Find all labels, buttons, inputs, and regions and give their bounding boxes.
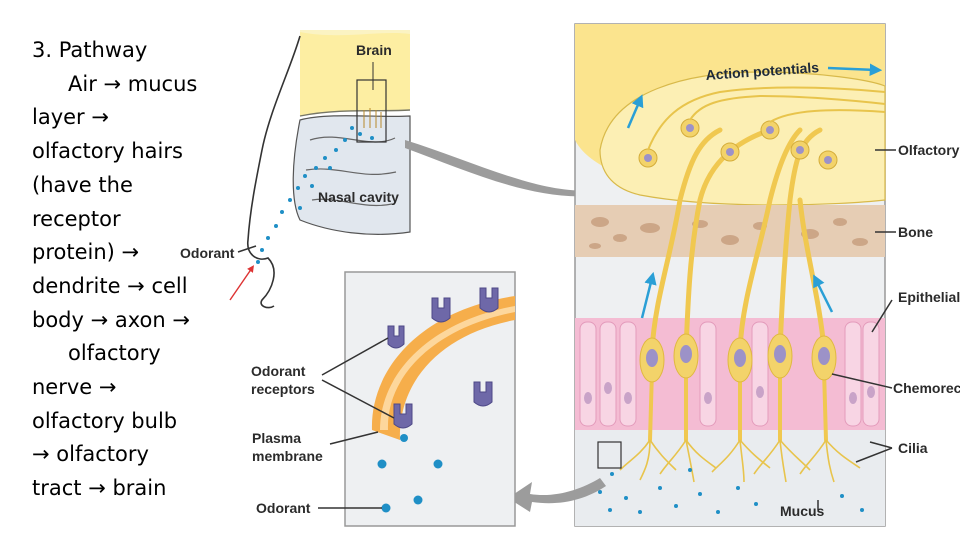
label-odorant-receptors-1: Odorant (251, 363, 306, 379)
text-line: nerve → (32, 375, 117, 400)
text-line: tract → brain (32, 476, 167, 501)
brain-fill (300, 32, 410, 116)
head-sketch (229, 30, 411, 309)
odorant-leader-line (237, 245, 257, 253)
air-flow-arrow (229, 265, 254, 301)
zoom-arrow-left (508, 478, 606, 512)
text-line: body → axon → (32, 307, 190, 332)
neuron-axons (649, 127, 827, 353)
label-plasma-membrane-2: membrane (252, 448, 323, 464)
label-brain: Brain (356, 42, 392, 58)
membrane-panel (318, 271, 516, 527)
text-line: dendrite → cell (32, 273, 188, 298)
signal-arrow-2 (827, 63, 883, 76)
cilia-strands (619, 439, 861, 483)
label-mucus: Mucus (780, 503, 825, 519)
olfactory-bulb (599, 71, 886, 206)
odorant-receptor-proteins (387, 287, 499, 429)
text-line: receptor (32, 206, 121, 231)
label-chemoreceptor: Chemorec (893, 380, 960, 396)
text-line: layer → (32, 105, 109, 130)
label-olfactory: Olfactory (898, 142, 960, 158)
label-odorant-membrane: Odorant (256, 500, 311, 516)
zoom-arrow-right (405, 140, 612, 206)
label-cilia: Cilia (898, 440, 928, 456)
zoom-box (356, 79, 387, 143)
label-epithelial: Epithelial (898, 289, 960, 305)
nasal-cavity-region (292, 115, 411, 235)
text-line: olfactory bulb (32, 408, 178, 433)
text-line: protein) → (32, 240, 140, 265)
label-odorant-receptors-2: receptors (251, 381, 315, 397)
tissue-panel (574, 23, 896, 527)
bone-layer (575, 205, 885, 257)
label-plasma-membrane-1: Plasma (252, 430, 301, 446)
text-line: olfactory hairs (32, 139, 183, 164)
signal-arrow-3 (640, 271, 657, 319)
label-nasal-cavity: Nasal cavity (318, 189, 399, 205)
mucus-zoom-box (597, 441, 622, 469)
bulb-neurons (638, 118, 838, 170)
odorant-dots-mucus (598, 468, 864, 514)
signal-arrow-1 (626, 94, 644, 129)
text-line: olfactory (68, 341, 161, 366)
text-line: Air → mucus (68, 71, 198, 96)
label-action-potentials: Action potentials (705, 59, 820, 83)
odorant-dots-head (256, 126, 374, 264)
signal-arrow-4 (813, 274, 834, 313)
text-line: → olfactory (32, 442, 149, 467)
odorant-molecules (377, 434, 443, 513)
text-line: 3. Pathway (32, 38, 148, 62)
nose-outline (247, 35, 301, 309)
label-bone: Bone (898, 224, 933, 240)
pathway-text: 3. Pathway Air → mucus layer → olfactory… (32, 34, 222, 506)
text-line: (have the (32, 172, 133, 197)
label-odorant-head: Odorant (180, 245, 235, 261)
